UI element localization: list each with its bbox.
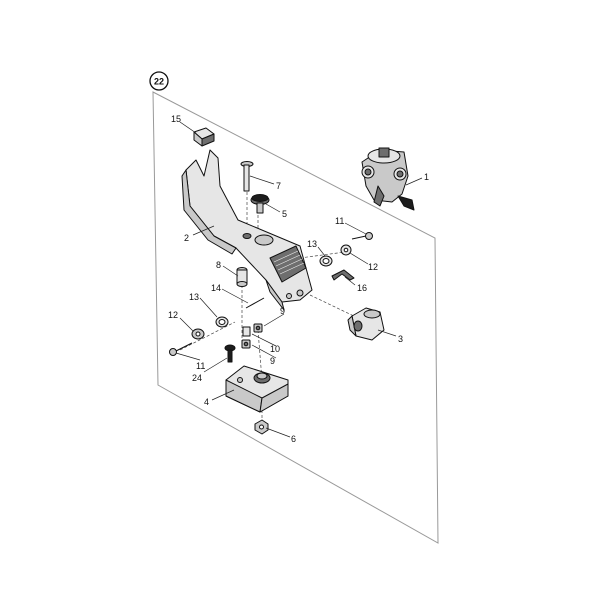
part-9-nut-lower (241, 339, 251, 349)
part-3-nozzle (347, 307, 385, 341)
part-8-sleeve (236, 267, 248, 287)
callout-12-left: 12 (168, 310, 178, 320)
callout-9-lower: 9 (270, 356, 275, 366)
part-6-nut (254, 419, 269, 435)
part-9-nut-upper (253, 323, 263, 333)
callout-6: 6 (291, 434, 296, 444)
part-13-ring-left (215, 316, 229, 328)
part-11-screw-left (169, 342, 193, 356)
part-4-base-block (225, 365, 289, 413)
callout-8: 8 (216, 260, 221, 270)
part-11-screw-upper (351, 232, 373, 240)
part-5-knob (250, 194, 270, 214)
part-16-spring-clip (331, 269, 355, 281)
callout-labels: 15 2 1 3 4 6 5 7 8 9 10 9 11 11 12 12 13… (168, 114, 429, 444)
callout-16: 16 (357, 283, 367, 293)
callout-24: 24 (192, 373, 202, 383)
callout-1: 1 (424, 172, 429, 182)
callout-5: 5 (282, 209, 287, 219)
callout-9-upper: 9 (280, 306, 285, 316)
callout-3: 3 (398, 334, 403, 344)
callout-13-right: 13 (307, 239, 317, 249)
part-15-pad (193, 127, 215, 147)
part-13-ring-right (319, 255, 333, 267)
leader-lines (175, 121, 423, 438)
callout-2: 2 (184, 233, 189, 243)
callout-13-left: 13 (189, 292, 199, 302)
callout-11-lower: 11 (196, 361, 205, 371)
group-number-badge: 22 (149, 71, 169, 91)
callout-11-upper: 11 (335, 216, 344, 226)
part-7-bolt (240, 161, 254, 192)
callout-15: 15 (171, 114, 181, 124)
part-12-washer-left (191, 328, 205, 340)
callout-7: 7 (276, 181, 281, 191)
callout-12-right: 12 (368, 262, 378, 272)
part-2-arm-bracket (181, 149, 313, 311)
callout-4: 4 (204, 397, 209, 407)
part-12-washer-right (340, 244, 352, 256)
part-1-spray-head (361, 147, 415, 211)
group-number: 22 (154, 77, 164, 87)
callout-10: 10 (270, 344, 280, 354)
diagram-frame (152, 91, 439, 544)
part-14-pin (245, 297, 265, 309)
callout-14: 14 (211, 283, 221, 293)
part-10-bushing (242, 326, 251, 337)
part-24-screw (224, 344, 236, 363)
